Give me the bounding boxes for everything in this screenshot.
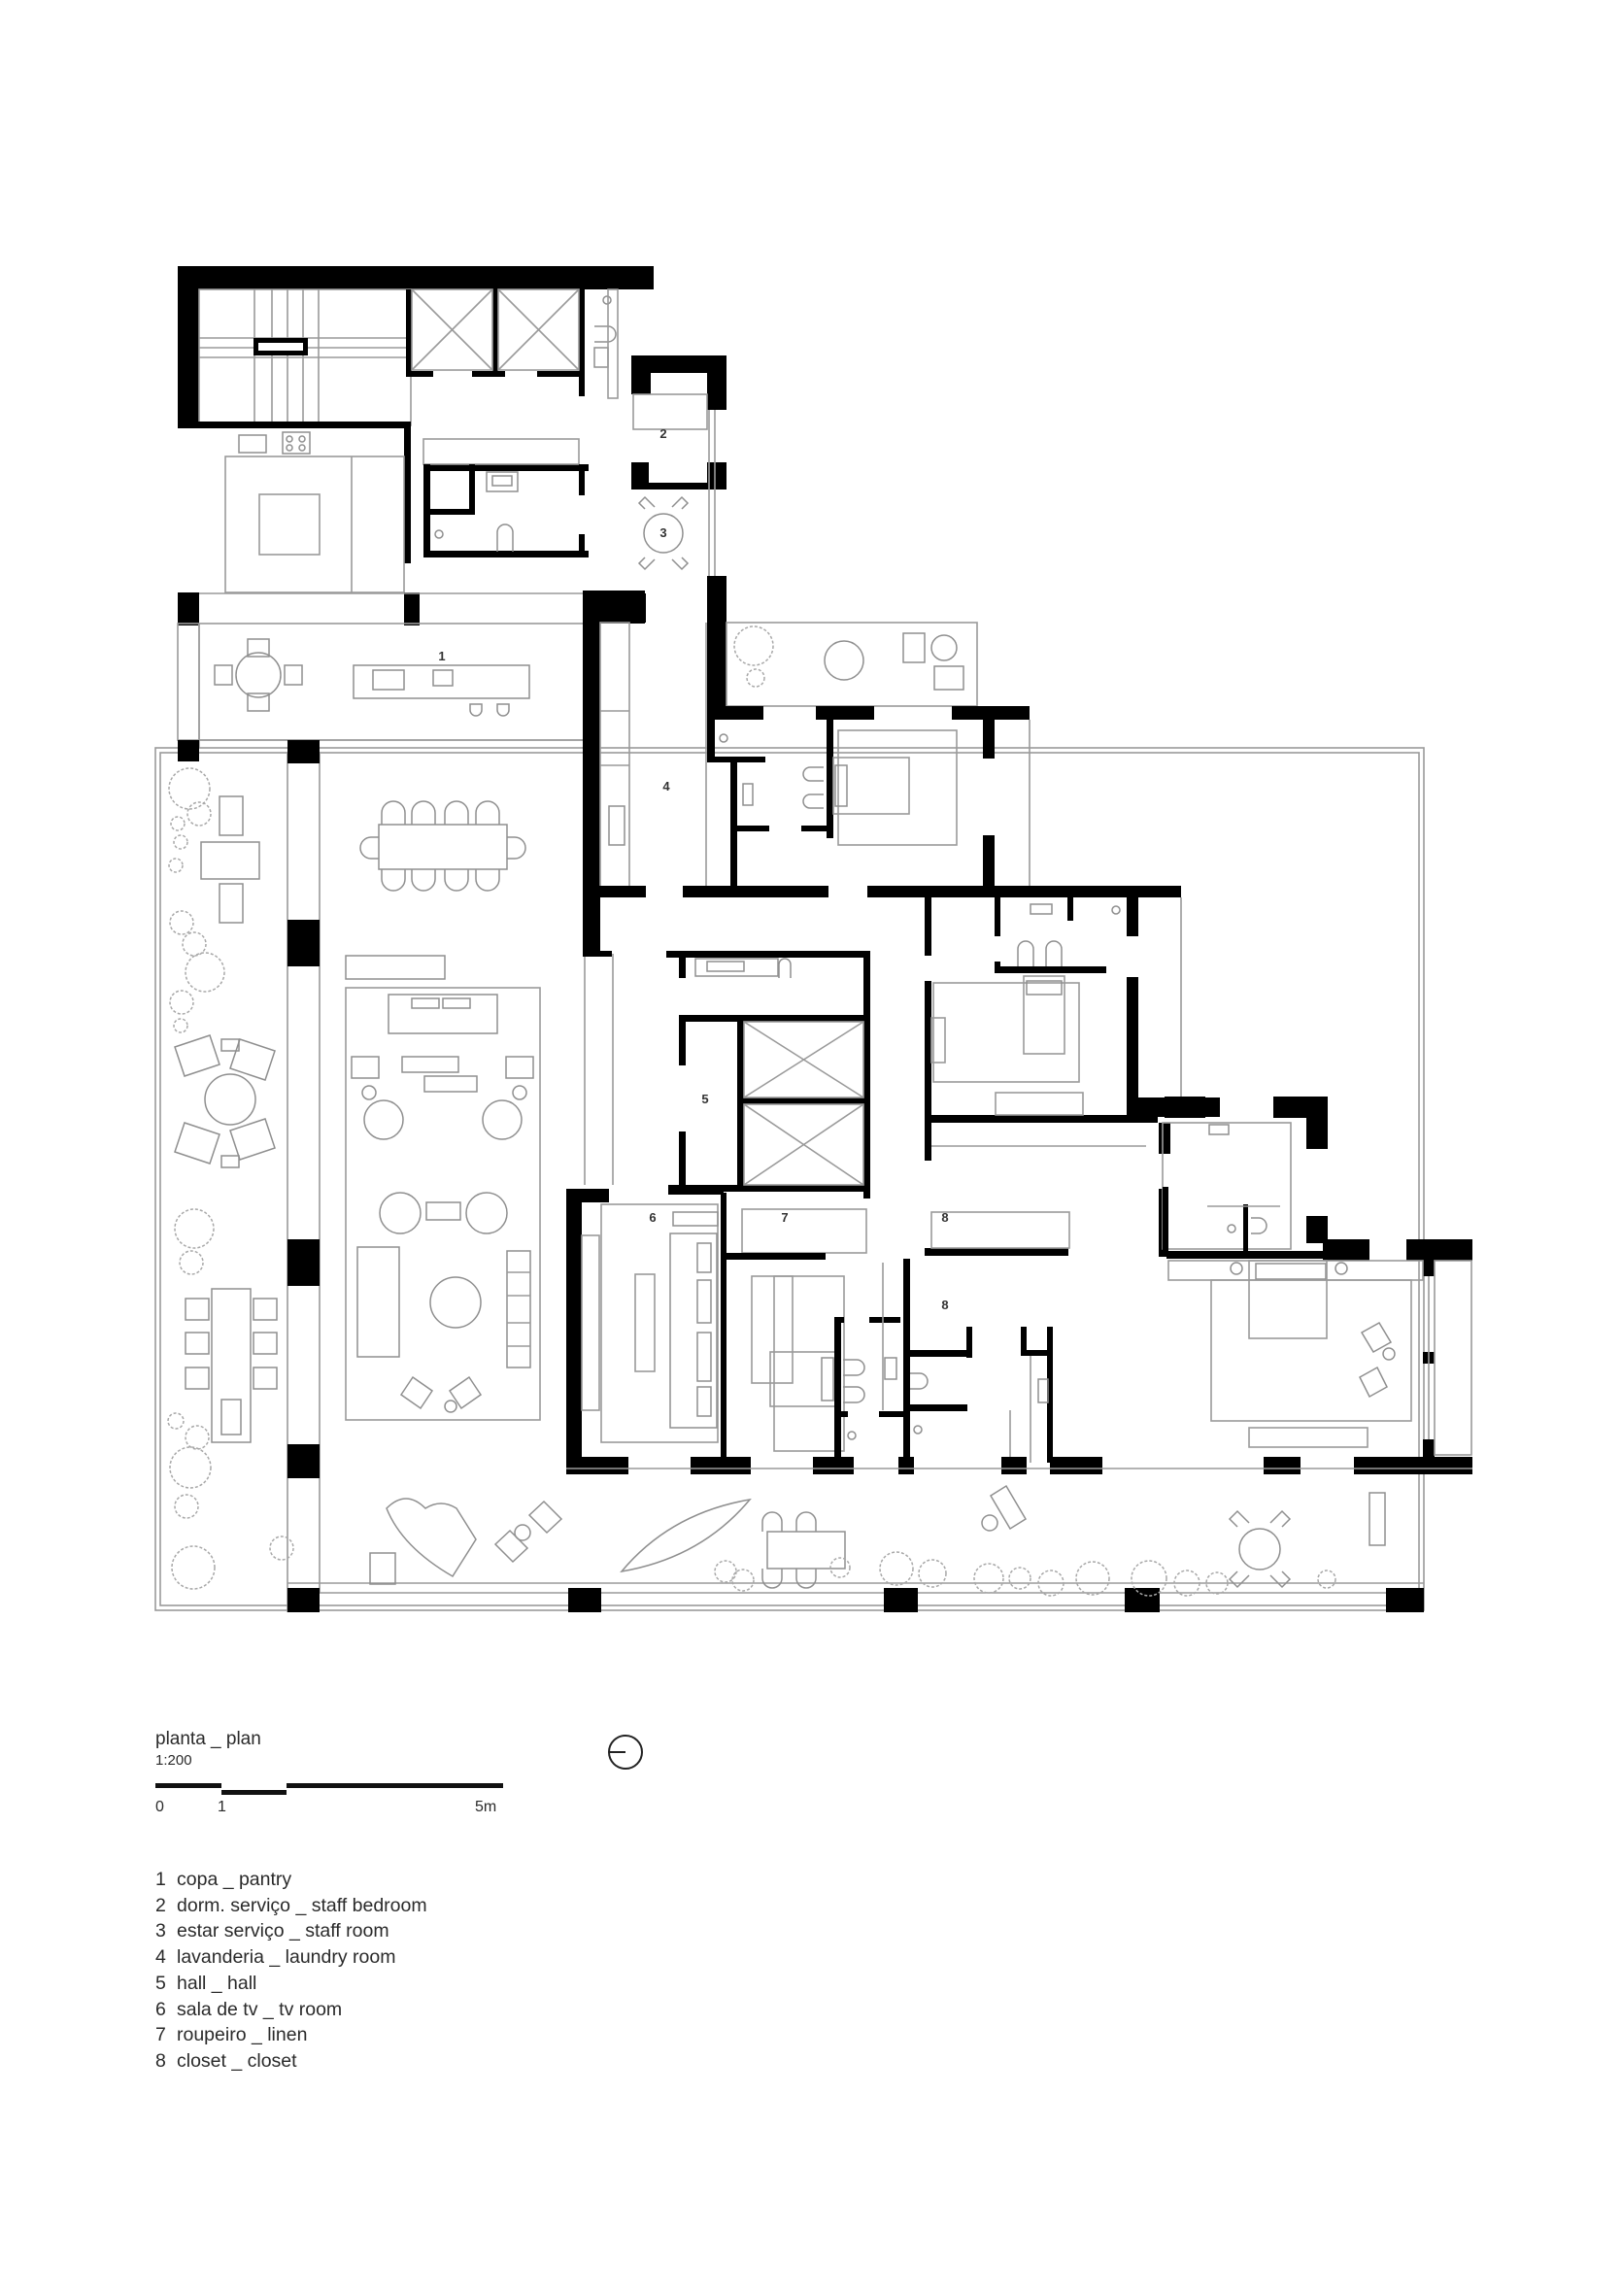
- laundry-and-suite-a: [583, 576, 1181, 904]
- legend-text: copa _ pantry: [177, 1869, 292, 1890]
- legend-item: 2 dorm. serviço _ staff bedroom: [155, 1893, 427, 1919]
- room-labels: 1 2 3 4 5 6 7 8 8: [438, 426, 948, 1312]
- legend-item: 1 copa _ pantry: [155, 1867, 427, 1893]
- legend-number: 5: [155, 1972, 166, 1994]
- legend-number: 7: [155, 2024, 166, 2046]
- scale-label-0: 0: [155, 1799, 164, 1815]
- legend-text: roupeiro _ linen: [177, 2024, 308, 2046]
- room-label-2: 2: [659, 426, 666, 441]
- room-label-5: 5: [701, 1092, 708, 1106]
- legend-text: sala de tv _ tv room: [177, 1998, 343, 2020]
- legend-item: 5 hall _ hall: [155, 1971, 427, 1997]
- room-label-6: 6: [649, 1210, 656, 1225]
- legend-item: 8 closet _ closet: [155, 2048, 427, 2075]
- service-core: [178, 266, 727, 748]
- room-label-4: 4: [662, 779, 670, 793]
- legend-number: 8: [155, 2049, 166, 2072]
- north-arrow-icon: [608, 1735, 643, 1770]
- room-label-3: 3: [659, 525, 666, 540]
- room-label-7: 7: [781, 1210, 788, 1225]
- room-label-8b: 8: [941, 1298, 948, 1312]
- legend-item: 7 roupeiro _ linen: [155, 2022, 427, 2048]
- legend-number: 3: [155, 1920, 166, 1942]
- drawing-caption: planta _ plan 1:200: [155, 1729, 261, 1769]
- legend-item: 3 estar serviço _ staff room: [155, 1918, 427, 1944]
- room-label-8a: 8: [941, 1210, 948, 1225]
- legend-item: 4 lavanderia _ laundry room: [155, 1944, 427, 1971]
- legend-number: 6: [155, 1998, 166, 2020]
- legend-text: dorm. serviço _ staff bedroom: [177, 1894, 427, 1916]
- drawing-title: planta _ plan: [155, 1729, 261, 1749]
- legend-text: estar serviço _ staff room: [177, 1920, 389, 1942]
- living-dining-area: [167, 740, 1424, 1612]
- legend-item: 6 sala de tv _ tv room: [155, 1997, 427, 2023]
- scale-label-1: 1: [218, 1799, 226, 1815]
- legend-number: 4: [155, 1946, 166, 1969]
- drawing-scale: 1:200: [155, 1752, 192, 1769]
- central-hall-and-suite-b: [583, 897, 1220, 1257]
- tv-room-and-bedroom-d: [566, 1185, 1472, 1474]
- scale-label-5m: 5m: [475, 1799, 497, 1815]
- suite-c: [1162, 1097, 1472, 1457]
- room-label-1: 1: [438, 649, 445, 663]
- legend-number: 2: [155, 1894, 166, 1916]
- legend-text: lavanderia _ laundry room: [177, 1946, 396, 1969]
- pantry-room: [177, 623, 596, 761]
- legend-text: closet _ closet: [177, 2049, 297, 2072]
- scale-bar: [155, 1783, 503, 1795]
- room-legend: 1 copa _ pantry 2 dorm. serviço _ staff be…: [155, 1867, 427, 2075]
- legend-text: hall _ hall: [177, 1972, 257, 1994]
- legend-number: 1: [155, 1869, 166, 1890]
